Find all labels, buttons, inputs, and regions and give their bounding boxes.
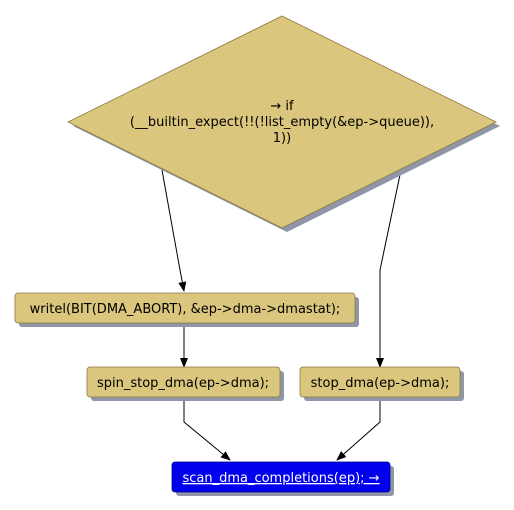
writel-node: writel(BIT(DMA_ABORT), &ep->dma->dmastat… <box>14 292 359 327</box>
writel-shape <box>14 292 356 324</box>
decision-line-2: (__builtin_expect(!!(!list_empty(&ep->qu… <box>130 115 434 130</box>
stop-label: stop_dma(ep->dma); <box>311 376 450 391</box>
spin-stop-label: spin_stop_dma(ep->dma); <box>97 376 269 391</box>
writel-label: writel(BIT(DMA_ABORT), &ep->dma->dmastat… <box>30 302 341 317</box>
edge-decision-to-writel <box>161 169 187 292</box>
stop-node: stop_dma(ep->dma); <box>299 366 464 401</box>
scan-shape[interactable] <box>171 461 391 493</box>
decision-shape <box>67 15 497 229</box>
edge-spin-stop-to-scan <box>183 397 231 461</box>
scan-label[interactable]: scan_dma_completions(ep); → <box>182 471 379 486</box>
edge-stop-to-scan <box>336 397 381 461</box>
stop-shape <box>299 366 461 398</box>
edge-decision-to-stop <box>376 169 402 368</box>
decision-line-3: 1)) <box>273 131 291 146</box>
edges <box>161 169 402 461</box>
spin-stop-node: spin_stop_dma(ep->dma); <box>86 366 284 401</box>
decision-line-1: → if <box>270 99 294 114</box>
decision-node: → if (__builtin_expect(!!(!list_empty(&e… <box>67 15 500 232</box>
spin-stop-shape <box>86 366 281 398</box>
scan-node[interactable]: scan_dma_completions(ep); → <box>171 461 394 496</box>
